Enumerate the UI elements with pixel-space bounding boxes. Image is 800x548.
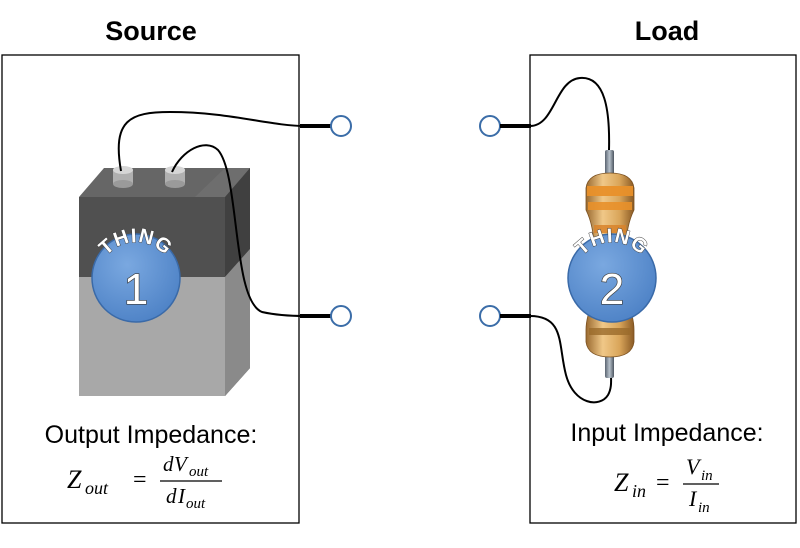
zout-num-d: d [163, 452, 174, 476]
source-terminal-bottom-icon [330, 305, 352, 327]
output-impedance-label: Output Impedance: [45, 421, 258, 449]
zout-var: Z [67, 465, 82, 494]
zin-den-var: I [688, 486, 698, 511]
zin-var: Z [614, 468, 629, 497]
load-wire-bottom [529, 315, 613, 404]
source-terminal-top-icon [330, 115, 352, 137]
load-box [529, 54, 797, 524]
zout-den-d: d [166, 484, 177, 508]
zin-equals: = [656, 470, 670, 496]
load-terminal-top-icon [479, 115, 501, 137]
zout-sub: out [85, 478, 109, 498]
zin-num-sub: in [701, 468, 713, 484]
source-box [1, 54, 300, 524]
load-wire-top [529, 76, 611, 151]
thing-1-badge: THING 1 [91, 224, 181, 323]
load-title: Load [635, 16, 700, 46]
source-title: Source [105, 16, 197, 46]
source-wire-bottom [171, 144, 306, 317]
zout-den-var: I [177, 484, 186, 508]
output-impedance-formula: Z out = d V out d I out [67, 452, 222, 512]
zout-den-sub: out [186, 496, 206, 512]
load-terminal-bottom-icon [479, 305, 501, 327]
zin-sub: in [632, 481, 646, 501]
thing-2-number: 2 [600, 265, 624, 314]
zout-equals: = [133, 467, 147, 493]
zin-num-var: V [686, 454, 702, 479]
zout-num-sub: out [189, 464, 209, 480]
source-wire-top [117, 110, 306, 172]
input-impedance-label: Input Impedance: [570, 419, 763, 447]
input-impedance-formula: Z in = V in I in [614, 454, 719, 516]
thing-2-badge: THING 2 [567, 224, 657, 323]
zin-den-sub: in [698, 500, 710, 516]
zout-num-var: V [174, 452, 189, 476]
thing-1-number: 1 [124, 265, 148, 314]
